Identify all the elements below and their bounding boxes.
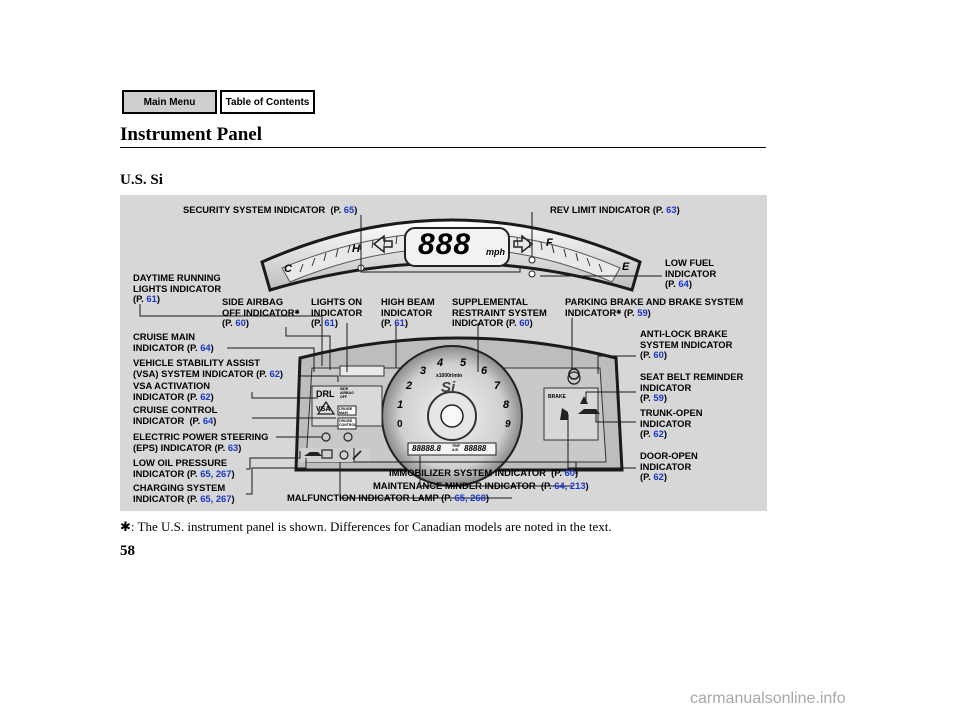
tach-number-6: 6 — [481, 365, 488, 377]
tach-number-4: 4 — [437, 357, 444, 369]
page-link[interactable]: 64, 213 — [554, 480, 586, 491]
page-link[interactable]: 61 — [324, 317, 335, 328]
page-link[interactable]: 63 — [666, 204, 677, 215]
page-link[interactable]: 59 — [637, 306, 648, 318]
rev-limit-indicator-lamp — [528, 256, 536, 264]
odometer-display — [407, 442, 497, 456]
fuel-empty-label: E — [622, 261, 630, 273]
footnote-text: : The U.S. instrument panel is shown. Di… — [130, 519, 612, 534]
callout-electric-power-steering: ELECTRIC POWER STEERING(EPS) INDICATOR (… — [133, 431, 269, 453]
brake-icon-label: BRAKE — [548, 394, 566, 400]
table-of-contents-button[interactable]: Table of Contents — [220, 90, 315, 114]
door-open-icon — [560, 408, 568, 420]
page-link[interactable]: 65 — [343, 204, 355, 215]
callout-rev-limit: REV LIMIT INDICATOR (P. 63) — [550, 204, 680, 215]
speed-digits: 888 — [418, 228, 472, 261]
odometer-digits: 88888.8 — [412, 444, 441, 453]
tach-number-5: 5 — [460, 357, 467, 369]
page-link[interactable]: 64 — [678, 278, 689, 289]
page-link[interactable]: 63 — [227, 441, 239, 453]
page-number: 58 — [120, 543, 135, 559]
right-arrow-icon — [513, 234, 534, 254]
tach-number-8: 8 — [503, 399, 510, 411]
battery-icon — [321, 449, 333, 459]
tach-number-3: 3 — [420, 365, 427, 377]
tach-number-2: 2 — [406, 380, 413, 392]
tach-unit: x1000r/min — [436, 373, 463, 379]
page-link[interactable]: 65, 268 — [454, 492, 486, 503]
page-link[interactable]: 65, 267 — [200, 467, 232, 479]
callout-vsa-system: VEHICLE STABILITY ASSIST(VSA) SYSTEM IND… — [133, 357, 284, 379]
check-engine-icon — [339, 450, 349, 460]
page-link[interactable]: 62 — [269, 367, 280, 379]
model-badge: Si — [441, 379, 456, 396]
callout-malfunction-indicator: MALFUNCTION INDICATOR LAMP (P. 65, 268) — [287, 492, 489, 503]
tach-number-1: 1 — [397, 399, 404, 411]
page-link[interactable]: 59 — [653, 392, 664, 403]
trip-digits: 88888 — [464, 444, 487, 453]
fuel-gauge-scale — [489, 233, 621, 283]
page-link[interactable]: 61 — [394, 317, 405, 328]
low-fuel-indicator-lamp — [528, 270, 536, 278]
page-link[interactable]: 60 — [564, 467, 575, 478]
footnote: ✱: The U.S. instrument panel is shown. D… — [120, 519, 612, 535]
page-link[interactable]: 64 — [202, 414, 214, 426]
page-link[interactable]: 62 — [653, 471, 664, 482]
page-title: Instrument Panel — [120, 124, 262, 145]
main-menu-button[interactable]: Main Menu — [122, 90, 217, 114]
drl-icon: DRL — [316, 389, 335, 399]
page-link[interactable]: 62 — [653, 428, 664, 439]
page-link[interactable]: 65, 267 — [200, 492, 232, 504]
callout-immobilizer: IMMOBILIZER SYSTEM INDICATOR (P. 60) — [389, 467, 579, 478]
speed-unit: mph — [486, 247, 505, 257]
section-title: U.S. Si — [120, 172, 163, 188]
page-link[interactable]: 61 — [146, 293, 157, 304]
fuel-full-label: F — [546, 237, 553, 249]
vsa-icon: VSA — [316, 406, 331, 413]
cruise-control-icon: CRUISE CONTROL — [339, 419, 357, 427]
footnote-mark: ✱ — [120, 519, 131, 534]
title-divider — [120, 147, 766, 148]
tach-number-7: 7 — [494, 380, 501, 392]
temp-hot-label: H — [352, 243, 360, 255]
brake-system-icon — [567, 371, 581, 385]
speed-display — [404, 227, 510, 267]
page-link[interactable]: 62 — [200, 390, 211, 402]
page-link[interactable]: 64 — [200, 341, 211, 353]
tach-number-0: 0 — [397, 419, 403, 430]
temp-cold-label: C — [284, 263, 292, 275]
left-arrow-icon — [372, 234, 393, 254]
page-link[interactable]: 60 — [519, 317, 530, 328]
cruise-main-icon: CRUISE MAIN — [339, 407, 353, 415]
airbag-off-icon: SIDE AIRBAG OFF — [340, 387, 354, 399]
trunk-open-icon — [578, 409, 600, 414]
callout-security-system: SECURITY SYSTEM INDICATOR (P. 65) — [183, 204, 358, 215]
eps-warning-icon — [316, 400, 336, 415]
immobilizer-icon — [343, 432, 353, 442]
page-link[interactable]: 60 — [653, 349, 664, 360]
oil-pressure-icon — [304, 452, 322, 456]
trip-label: TRIP A B — [452, 444, 460, 452]
page-link[interactable]: 60 — [235, 317, 246, 328]
tach-number-9: 9 — [505, 419, 511, 430]
watermark: carmanualsonline.info — [690, 690, 846, 707]
callout-maintenance-minder: MAINTENANCE MINDER INDICATOR (P. 64, 213… — [373, 480, 589, 491]
